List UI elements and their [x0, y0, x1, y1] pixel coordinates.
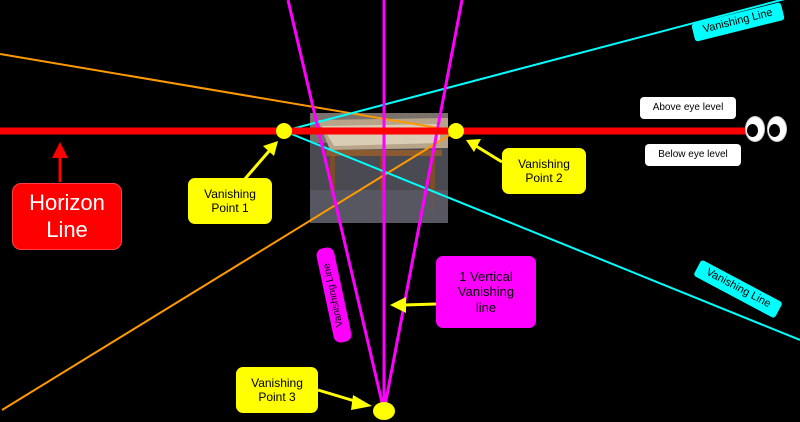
eyes-icon — [745, 116, 791, 144]
orange-vanishing-line-lower — [1, 130, 457, 411]
vanishing-point-2 — [448, 123, 464, 139]
cyan-vanishing-line-lower — [283, 130, 800, 341]
up-arrow-icon — [52, 142, 68, 182]
arrow-to-vp1-icon — [242, 141, 278, 181]
arrow-to-vertical-line-icon — [390, 297, 437, 313]
vanishing-point-3 — [373, 402, 395, 420]
vanishing-point-1 — [276, 123, 292, 139]
vanishing-point-3-label: Vanishing Point 3 — [236, 367, 318, 413]
arrow-to-vp3-icon — [317, 388, 372, 410]
vanishing-point-1-label: Vanishing Point 1 — [188, 178, 272, 224]
below-eye-level-label: Below eye level — [645, 144, 741, 166]
vertical-vanishing-line-label: 1 Vertical Vanishing line — [436, 256, 536, 328]
arrow-to-vp2-icon — [466, 139, 503, 164]
orange-vanishing-line-upper — [0, 53, 457, 132]
magenta-vanishing-line-3 — [382, 0, 464, 412]
above-eye-level-label: Above eye level — [640, 97, 736, 119]
horizon-line-label: Horizon Line — [12, 183, 122, 250]
magenta-vanishing-line-1 — [286, 0, 386, 412]
vanishing-point-2-label: Vanishing Point 2 — [502, 148, 586, 194]
